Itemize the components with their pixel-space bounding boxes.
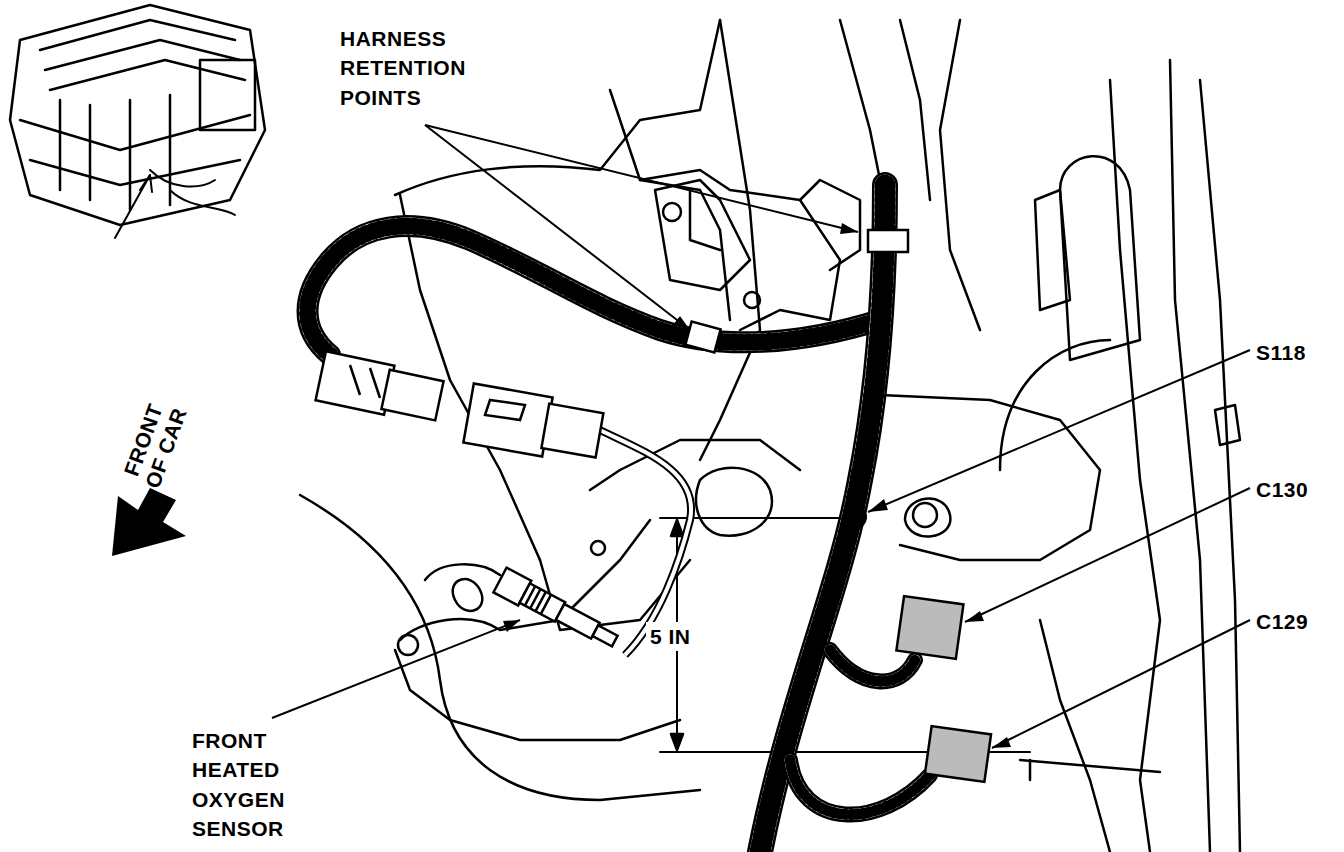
callout-label: 5 IN [646,622,695,651]
direction-arrow [112,488,186,556]
callout-label: C129 [1256,607,1308,636]
oxygen-sensor [493,568,621,654]
connector-c130 [896,596,963,659]
callout-label: S118 [1256,338,1306,367]
callout-label: FRONT HEATED OXYGEN SENSOR [192,726,322,844]
leader-line [272,125,1250,748]
callout-label: HARNESS RETENTION POINTS [340,24,510,112]
harness-connector [316,351,604,457]
callout-label: C130 [1256,475,1308,504]
connector-c129 [925,726,991,782]
callout-label: FRONT OF CAR [114,384,197,504]
splice-s118 [843,505,867,529]
engine-thumbnail [10,5,265,238]
